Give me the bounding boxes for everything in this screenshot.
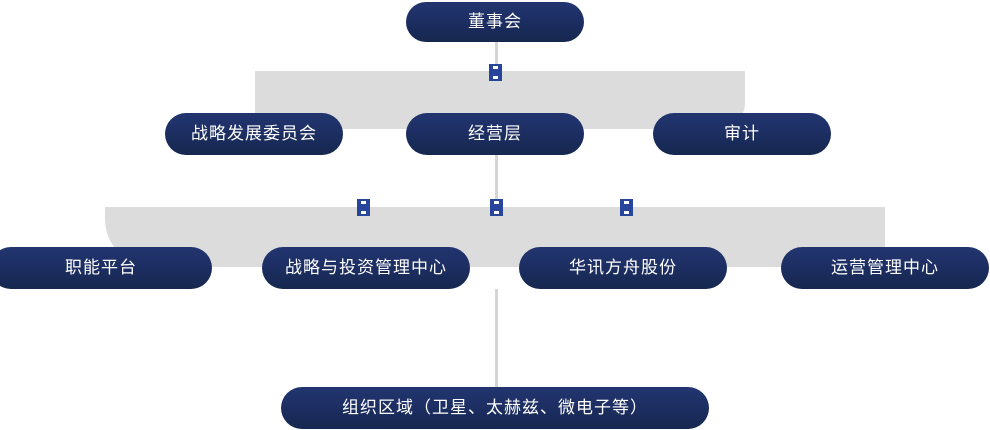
connector-line-huaxun-to-region xyxy=(495,289,498,389)
node-functional-platform-label: 职能平台 xyxy=(65,258,137,277)
node-huaxun-fangzhou-shares-label: 华讯方舟股份 xyxy=(569,258,677,277)
node-audit-label: 审计 xyxy=(724,124,760,143)
node-huaxun-fangzhou-shares[interactable]: 华讯方舟股份 xyxy=(519,247,727,289)
connector-knob-icon-board xyxy=(489,64,502,81)
node-board-label: 董事会 xyxy=(468,12,522,31)
node-organization-regions-label: 组织区域（卫星、太赫兹、微电子等） xyxy=(342,398,648,417)
node-management-layer[interactable]: 经营层 xyxy=(406,113,584,155)
node-strategy-development-committee-label: 战略发展委员会 xyxy=(191,124,317,143)
connector-knob-icon-strat-inv xyxy=(357,199,370,216)
node-strategy-investment-management-center-label: 战略与投资管理中心 xyxy=(285,258,447,277)
connector-knob-icon-ops xyxy=(620,199,633,216)
node-management-layer-label: 经营层 xyxy=(468,124,522,143)
node-strategy-development-committee[interactable]: 战略发展委员会 xyxy=(165,113,343,155)
node-operations-management-center-label: 运营管理中心 xyxy=(831,258,939,277)
node-functional-platform[interactable]: 职能平台 xyxy=(0,247,212,289)
connector-knob-icon-huaxun xyxy=(490,199,503,216)
connector-line-board-to-management xyxy=(495,40,498,76)
level-3-backdrop-band xyxy=(105,207,885,267)
node-strategy-investment-management-center[interactable]: 战略与投资管理中心 xyxy=(262,247,470,289)
node-organization-regions[interactable]: 组织区域（卫星、太赫兹、微电子等） xyxy=(281,387,709,429)
node-board[interactable]: 董事会 xyxy=(406,2,584,42)
node-operations-management-center[interactable]: 运营管理中心 xyxy=(781,247,989,289)
node-audit[interactable]: 审计 xyxy=(653,113,831,155)
connector-line-management-to-level3 xyxy=(495,155,498,211)
